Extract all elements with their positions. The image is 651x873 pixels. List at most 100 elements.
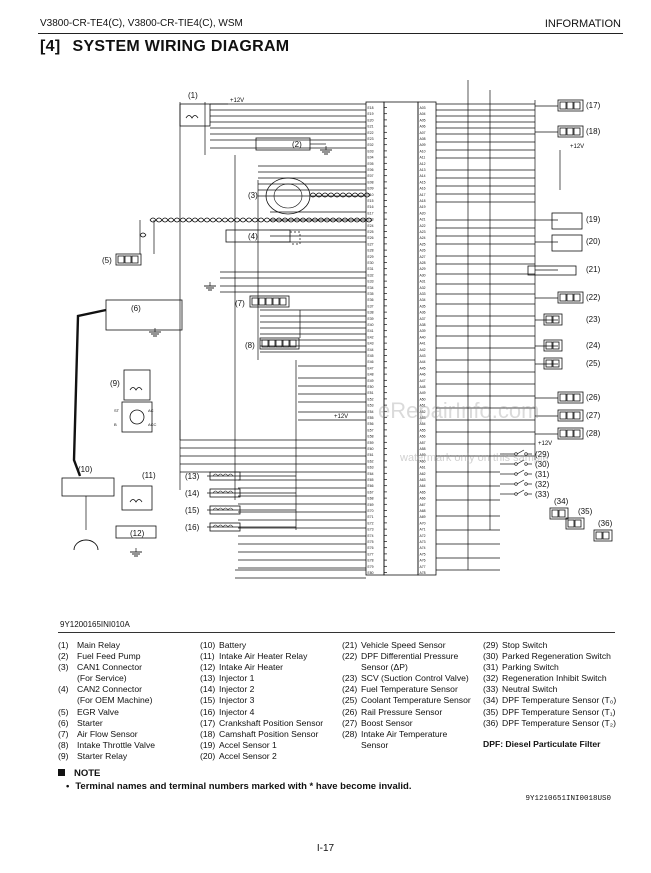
- legend-item-number: (9): [58, 750, 69, 761]
- sensor-connector-pin: [545, 341, 553, 350]
- ecu-pin-label-right: A61: [420, 466, 426, 470]
- twisted-pair-can-bus: [149, 217, 373, 223]
- sensor-connector-pin: [566, 101, 574, 110]
- ecu-pin-label-right: A10: [420, 149, 426, 153]
- callout-label: (18): [586, 127, 601, 136]
- key-switch: [121, 401, 153, 433]
- legend-item-number: (24): [342, 684, 358, 695]
- ecu-pin-label-left: E20: [368, 118, 374, 122]
- intake-throttle-valve-connector-pin: [261, 339, 269, 348]
- can2-connector-dashed: [290, 231, 301, 245]
- ecu-pin-label-left: E40: [368, 323, 374, 327]
- legend-item-label: Starter: [77, 717, 103, 728]
- sensor-connector-pin: [573, 393, 581, 402]
- callout-label: (5): [102, 256, 112, 265]
- ecu-pin-label-left: E76: [368, 546, 374, 550]
- legend-item: (13)Injector 1: [200, 673, 323, 684]
- ecu-pin-label-left: E15: [368, 199, 374, 203]
- header-divider: [38, 33, 623, 34]
- ecu-pin-label-left: E30: [368, 261, 374, 265]
- ecu-pin-label-right: A74: [420, 546, 426, 550]
- egr-valve-connector-pin: [124, 255, 132, 264]
- switch-contact: [514, 472, 518, 476]
- legend-item-label: Parked Regeneration Switch: [502, 651, 611, 662]
- legend-item-number: (13): [200, 673, 216, 684]
- callout-label: (32): [535, 480, 550, 489]
- legend-item-label: Intake Throttle Valve: [77, 739, 156, 750]
- legend-item-number: (25): [342, 695, 358, 706]
- callout-label: (36): [598, 519, 613, 528]
- ecu-pin-label-right: A47: [420, 379, 426, 383]
- legend-item-number: (36): [483, 717, 499, 728]
- dpf-temp-sensor-connector-pin: [558, 509, 566, 518]
- ecu-pin-label-right: A57: [420, 441, 426, 445]
- ecu-pin-label-left: E39: [368, 317, 374, 321]
- ecu-pin-label-right: A52: [420, 410, 426, 414]
- intake-air-heater: [115, 525, 157, 539]
- ecu-pin-label-right: A32: [420, 286, 426, 290]
- ecu-pin-label-left: E43: [368, 342, 374, 346]
- ecu-pin-label-right: A68: [420, 509, 426, 513]
- legend-item: (34)DPF Temperature Sensor (T₀): [483, 695, 616, 706]
- legend-item: (27)Boost Sensor: [342, 718, 471, 729]
- legend-item: (19)Accel Sensor 1: [200, 740, 323, 751]
- section-title: SYSTEM WIRING DIAGRAM: [72, 38, 290, 55]
- legend-column-4: (29)Stop Switch(30)Parked Regeneration S…: [483, 640, 616, 729]
- sensor-connector-pin: [566, 127, 574, 136]
- ecu-pin-label-right: A13: [420, 168, 426, 172]
- legend-item-label: Camshaft Position Sensor: [219, 728, 319, 739]
- callout-label: (11): [142, 471, 156, 480]
- ecu-pin-label-left: E45: [368, 354, 374, 358]
- ecu-body: [383, 101, 419, 576]
- legend-item-number: (6): [58, 717, 69, 728]
- callout-label: (24): [586, 341, 601, 350]
- ecu-pin-label-left: E78: [368, 559, 374, 563]
- ecu-pin-label-left: E68: [368, 497, 374, 501]
- ecu-pin-label-left: E67: [368, 490, 374, 494]
- sensor-connector-pin: [552, 341, 560, 350]
- legend-item: (21)Vehicle Speed Sensor: [342, 640, 471, 651]
- sensor-connector-pin: [559, 293, 567, 302]
- legend-item-number: (4): [58, 684, 69, 695]
- legend-item-label: Neutral Switch: [502, 684, 558, 695]
- ecu-pin-label-left: E33: [368, 280, 374, 284]
- ecu-pin-label-left: E62: [368, 459, 374, 463]
- legend-item: (33)Neutral Switch: [483, 684, 616, 695]
- dpf-temp-sensor-connector-pin: [595, 531, 603, 540]
- ecu-pin-label-right: A64: [420, 484, 426, 488]
- ecu-pin-label-left: E24: [368, 224, 374, 228]
- dpf-temp-sensor-connector-pin: [567, 519, 575, 528]
- ecu-pin-label-left: E77: [368, 552, 374, 556]
- dpf-temp-sensor-connector-pin: [602, 531, 610, 540]
- legend-item-number: (34): [483, 695, 499, 706]
- legend-item-label: Parking Switch: [502, 662, 559, 673]
- legend-item-label: Fuel Temperature Sensor: [361, 684, 458, 695]
- legend-item-number: (5): [58, 706, 69, 717]
- callout-label: (3): [248, 191, 258, 200]
- sensor-connector: [557, 409, 584, 422]
- ecu-pin-label-left: E46: [368, 360, 374, 364]
- dpf-abbreviation-note: DPF: Diesel Particulate Filter: [483, 739, 601, 749]
- intake-throttle-valve-connector: [259, 337, 300, 350]
- legend-item-label: Rail Pressure Sensor: [361, 706, 443, 717]
- vehicle-speed-sensor: [527, 265, 577, 276]
- ecu-pin-label-right: A30: [420, 273, 426, 277]
- supply-label-12v: +12V: [334, 414, 348, 420]
- starter-relay: [123, 369, 151, 401]
- legend-item-label: Injector 1: [219, 673, 255, 684]
- legend-item: (26)Rail Pressure Sensor: [342, 707, 471, 718]
- injector-4: [209, 522, 241, 532]
- sensor-connector-pin: [559, 127, 567, 136]
- ecu-pin-label-right: A17: [420, 193, 426, 197]
- sensor-connector-pin: [573, 127, 581, 136]
- injector-coil: [212, 524, 234, 528]
- ecu-pin-label-right: A60: [420, 459, 426, 463]
- dpf-temp-sensor-connector: [565, 517, 585, 530]
- legend-item-number: (16): [200, 706, 216, 717]
- ecu-pin-label-right: A14: [420, 174, 426, 178]
- ecu-pin-label-right: A27: [420, 255, 426, 259]
- callout-label: (7): [235, 299, 245, 308]
- ecu-pin-label-right: A62: [420, 472, 426, 476]
- ecu-pin-label-left: E18: [368, 106, 374, 110]
- legend-item: (17)Crankshaft Position Sensor: [200, 718, 323, 729]
